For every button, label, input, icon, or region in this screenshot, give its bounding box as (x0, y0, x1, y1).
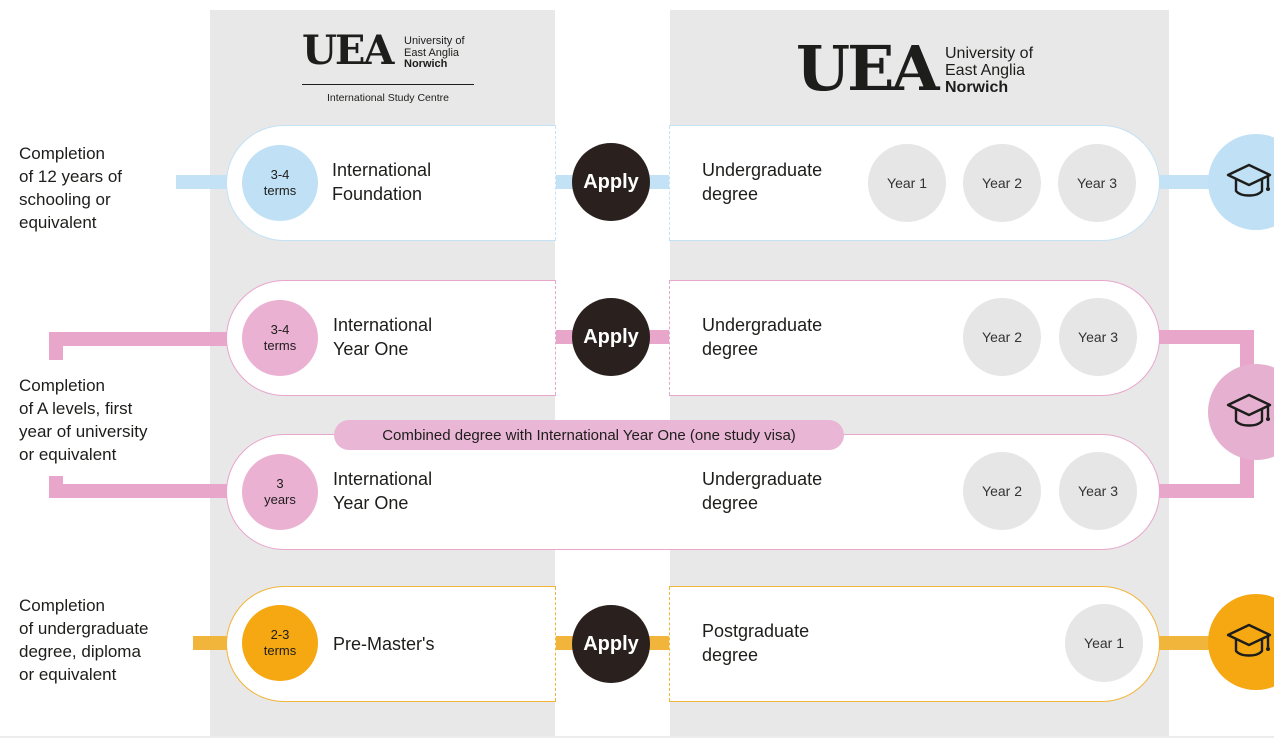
duration-value: 3-4 (270, 322, 290, 337)
logo-line-2: East Anglia (945, 61, 1026, 79)
duration-unit: terms (263, 338, 297, 353)
year-circle: Year 3 (1059, 452, 1137, 530)
graduation-cap-icon (1208, 364, 1274, 460)
connector-line (1158, 330, 1254, 344)
pathway-card-foundation[interactable] (226, 125, 556, 241)
program-title: International Year One (333, 315, 433, 359)
logo-line-1: University of (404, 35, 465, 47)
entry-label-schooling: Completion of 12 years of schooling or e… (19, 144, 123, 232)
uea-logo-mark: UEA (796, 32, 939, 105)
duration-value: 3 (276, 476, 284, 491)
connector-line (193, 636, 229, 650)
year-circle: Year 2 (963, 144, 1041, 222)
entry-label-undergraduate: Completion of undergraduate degree, dipl… (19, 596, 149, 684)
connector-line (1158, 484, 1254, 498)
uea-logo-mark: UEA (302, 27, 394, 74)
duration-badge: 3-4 terms (242, 300, 318, 376)
program-title: Pre-Master's (333, 634, 435, 654)
graduation-cap-icon (1208, 594, 1274, 690)
year-circle: Year 1 (868, 144, 946, 222)
duration-unit: terms (263, 183, 297, 198)
logo-line-1: University of (945, 45, 1034, 62)
connector-line (49, 484, 229, 498)
degree-title: Undergraduate degree (702, 315, 823, 359)
connector-line (49, 332, 229, 346)
logo-line-2: East Anglia (404, 46, 460, 59)
connector-line (176, 175, 228, 189)
program-title: International Foundation (332, 160, 432, 204)
duration-badge: 3-4 terms (242, 145, 318, 221)
graduation-cap-icon (1208, 134, 1274, 230)
degree-title: Postgraduate degree (702, 621, 810, 665)
connector-line (1159, 175, 1219, 189)
entry-label-a-levels: Completion of A levels, first year of un… (19, 376, 148, 464)
duration-badge: 2-3 terms (242, 605, 318, 681)
logo-name: University of East Anglia Norwich (404, 35, 465, 71)
year-circle: Year 1 (1065, 604, 1143, 682)
divider (0, 736, 1274, 738)
year-circle: Year 3 (1058, 144, 1136, 222)
duration-unit: terms (263, 643, 297, 658)
degree-title: Undergraduate degree (702, 469, 823, 513)
logo-rule (302, 84, 474, 85)
apply-button[interactable]: Apply (572, 298, 650, 376)
year-circle: Year 2 (963, 298, 1041, 376)
logo-line-3: Norwich (945, 78, 1009, 96)
apply-button[interactable]: Apply (572, 605, 650, 683)
year-circle: Year 3 (1059, 298, 1137, 376)
program-title: International Year One (333, 469, 433, 513)
duration-value: 3-4 (270, 167, 290, 182)
duration-value: 2-3 (270, 627, 290, 642)
duration-unit: years (264, 492, 296, 507)
year-circle: Year 2 (963, 452, 1041, 530)
logo-subtitle: International Study Centre (327, 92, 449, 104)
apply-button[interactable]: Apply (572, 143, 650, 221)
connector-line (1158, 636, 1218, 650)
combined-degree-label: Combined degree with International Year … (334, 420, 844, 450)
duration-badge: 3 years (242, 454, 318, 530)
logo-line-3: Norwich (404, 58, 448, 71)
degree-title: Undergraduate degree (702, 160, 823, 204)
logo-name: University of East Anglia Norwich (945, 45, 1034, 96)
